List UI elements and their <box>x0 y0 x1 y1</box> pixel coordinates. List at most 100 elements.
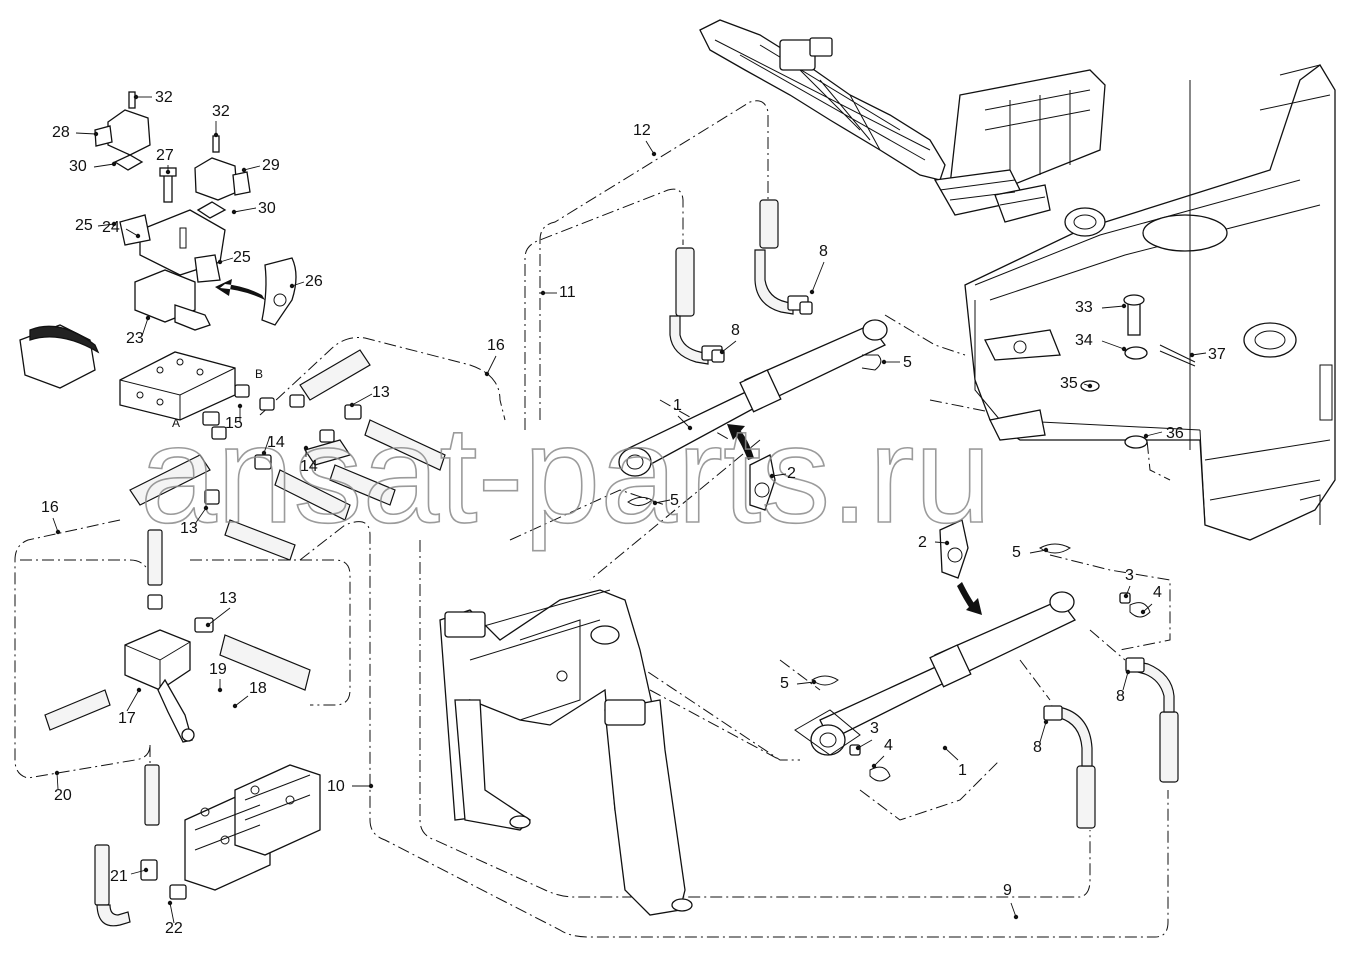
callout-dot <box>1013 914 1019 920</box>
callout-number: 28 <box>52 124 70 141</box>
callout-dot <box>871 763 877 769</box>
callout-20: 20 <box>54 770 72 804</box>
callout-14: 14 <box>261 434 285 456</box>
callout-number: 16 <box>487 337 505 354</box>
callout-dot <box>855 745 861 751</box>
callout-number: 29 <box>262 157 280 174</box>
callout-number: 22 <box>165 920 183 937</box>
callout-leader-line <box>169 902 175 924</box>
callout-dot <box>136 687 142 693</box>
callout-27: 27 <box>156 147 174 175</box>
callout-30: 30 <box>69 158 117 175</box>
callout-2: 2 <box>769 465 796 482</box>
callout-number: 24 <box>102 219 120 236</box>
callout-number: 30 <box>258 200 276 217</box>
callout-29: 29 <box>241 157 280 174</box>
callout-labels: 1122334455558888910111213131314141516161… <box>41 89 1226 937</box>
callout-leader-line <box>243 165 261 171</box>
callout-12: 12 <box>633 122 657 157</box>
callout-leader-line <box>771 473 787 477</box>
callout-number: 1 <box>673 397 682 414</box>
callout-9: 9 <box>1003 882 1019 920</box>
callout-number: 8 <box>819 243 828 260</box>
callout-leader-line <box>1010 902 1017 918</box>
callout-28: 28 <box>52 124 99 141</box>
callout-dot <box>1043 719 1049 725</box>
callout-23: 23 <box>126 315 151 347</box>
callout-number: 34 <box>1075 332 1093 349</box>
callout-number: 8 <box>1033 739 1042 756</box>
milling-machine-illustration <box>699 19 1106 223</box>
callout-dot <box>55 529 61 535</box>
callout-dot <box>237 403 243 409</box>
callout-leader-line <box>75 132 97 135</box>
callout-number: 25 <box>75 217 93 234</box>
callout-leader-line <box>811 261 825 293</box>
callout-number: 5 <box>1012 544 1021 561</box>
callout-number: 25 <box>233 249 251 266</box>
callout-15: 15 <box>225 403 243 432</box>
callout-dot <box>652 500 658 506</box>
callout-number: 8 <box>1116 688 1125 705</box>
callout-dot <box>651 151 657 157</box>
callout-dot <box>165 169 171 175</box>
callout-number: 13 <box>180 520 198 537</box>
callout-number: 5 <box>670 492 679 509</box>
callout-dot <box>167 900 173 906</box>
callout-leader-line <box>130 869 147 875</box>
callout-dot <box>1143 433 1149 439</box>
callout-number: 16 <box>41 499 59 516</box>
callout-13: 13 <box>349 384 390 408</box>
callout-leader-line <box>207 607 231 626</box>
callout-dot <box>1189 352 1195 358</box>
callout-number: 26 <box>305 273 323 290</box>
callout-number: 32 <box>155 89 173 106</box>
callout-number: 4 <box>1153 584 1162 601</box>
callout-number: 11 <box>559 284 576 301</box>
callout-leader-line <box>56 772 59 790</box>
callout-leader-line <box>857 739 873 749</box>
callout-leader-line <box>654 499 671 504</box>
callout-dot <box>111 161 117 167</box>
callout-25: 25 <box>217 249 251 266</box>
callout-22: 22 <box>165 900 183 937</box>
callout-19: 19 <box>209 661 227 693</box>
callout-leader-line <box>1029 549 1047 554</box>
callout-leader-line <box>1039 721 1047 743</box>
callout-16: 16 <box>484 337 505 377</box>
callout-dot <box>687 425 693 431</box>
callout-number: 5 <box>903 354 912 371</box>
valve-blocks <box>19 80 1196 891</box>
callout-dot <box>1123 593 1129 599</box>
callout-dot <box>133 94 139 100</box>
callout-8: 8 <box>809 243 828 295</box>
callout-dot <box>809 289 815 295</box>
callout-number: 2 <box>918 534 927 551</box>
callout-number: 30 <box>69 158 87 175</box>
callout-dot <box>241 167 247 173</box>
callout-leader-line <box>234 695 249 707</box>
callout-37: 37 <box>1189 346 1226 363</box>
callout-number: 9 <box>1003 882 1012 899</box>
callout-number: 36 <box>1166 425 1184 442</box>
callout-number: 3 <box>870 720 879 737</box>
callout-leader-line <box>263 435 271 454</box>
main-frame-illustration <box>964 64 1336 541</box>
callout-leader-line <box>486 355 497 375</box>
callout-14: 14 <box>300 445 318 475</box>
callout-8: 8 <box>1033 719 1049 756</box>
callout-4: 4 <box>1140 584 1162 615</box>
callout-5: 5 <box>881 354 912 371</box>
callout-32: 32 <box>133 89 173 106</box>
callout-number: 17 <box>118 710 136 727</box>
callout-number: 23 <box>126 330 144 347</box>
callout-number: 33 <box>1075 299 1093 316</box>
callout-number: 13 <box>219 590 237 607</box>
callout-number: 37 <box>1208 346 1226 363</box>
callout-5: 5 <box>652 492 679 509</box>
callout-25: 25 <box>75 217 117 234</box>
callout-leader-line <box>1191 352 1207 356</box>
callout-dot <box>1121 303 1127 309</box>
callout-18: 18 <box>232 680 267 709</box>
